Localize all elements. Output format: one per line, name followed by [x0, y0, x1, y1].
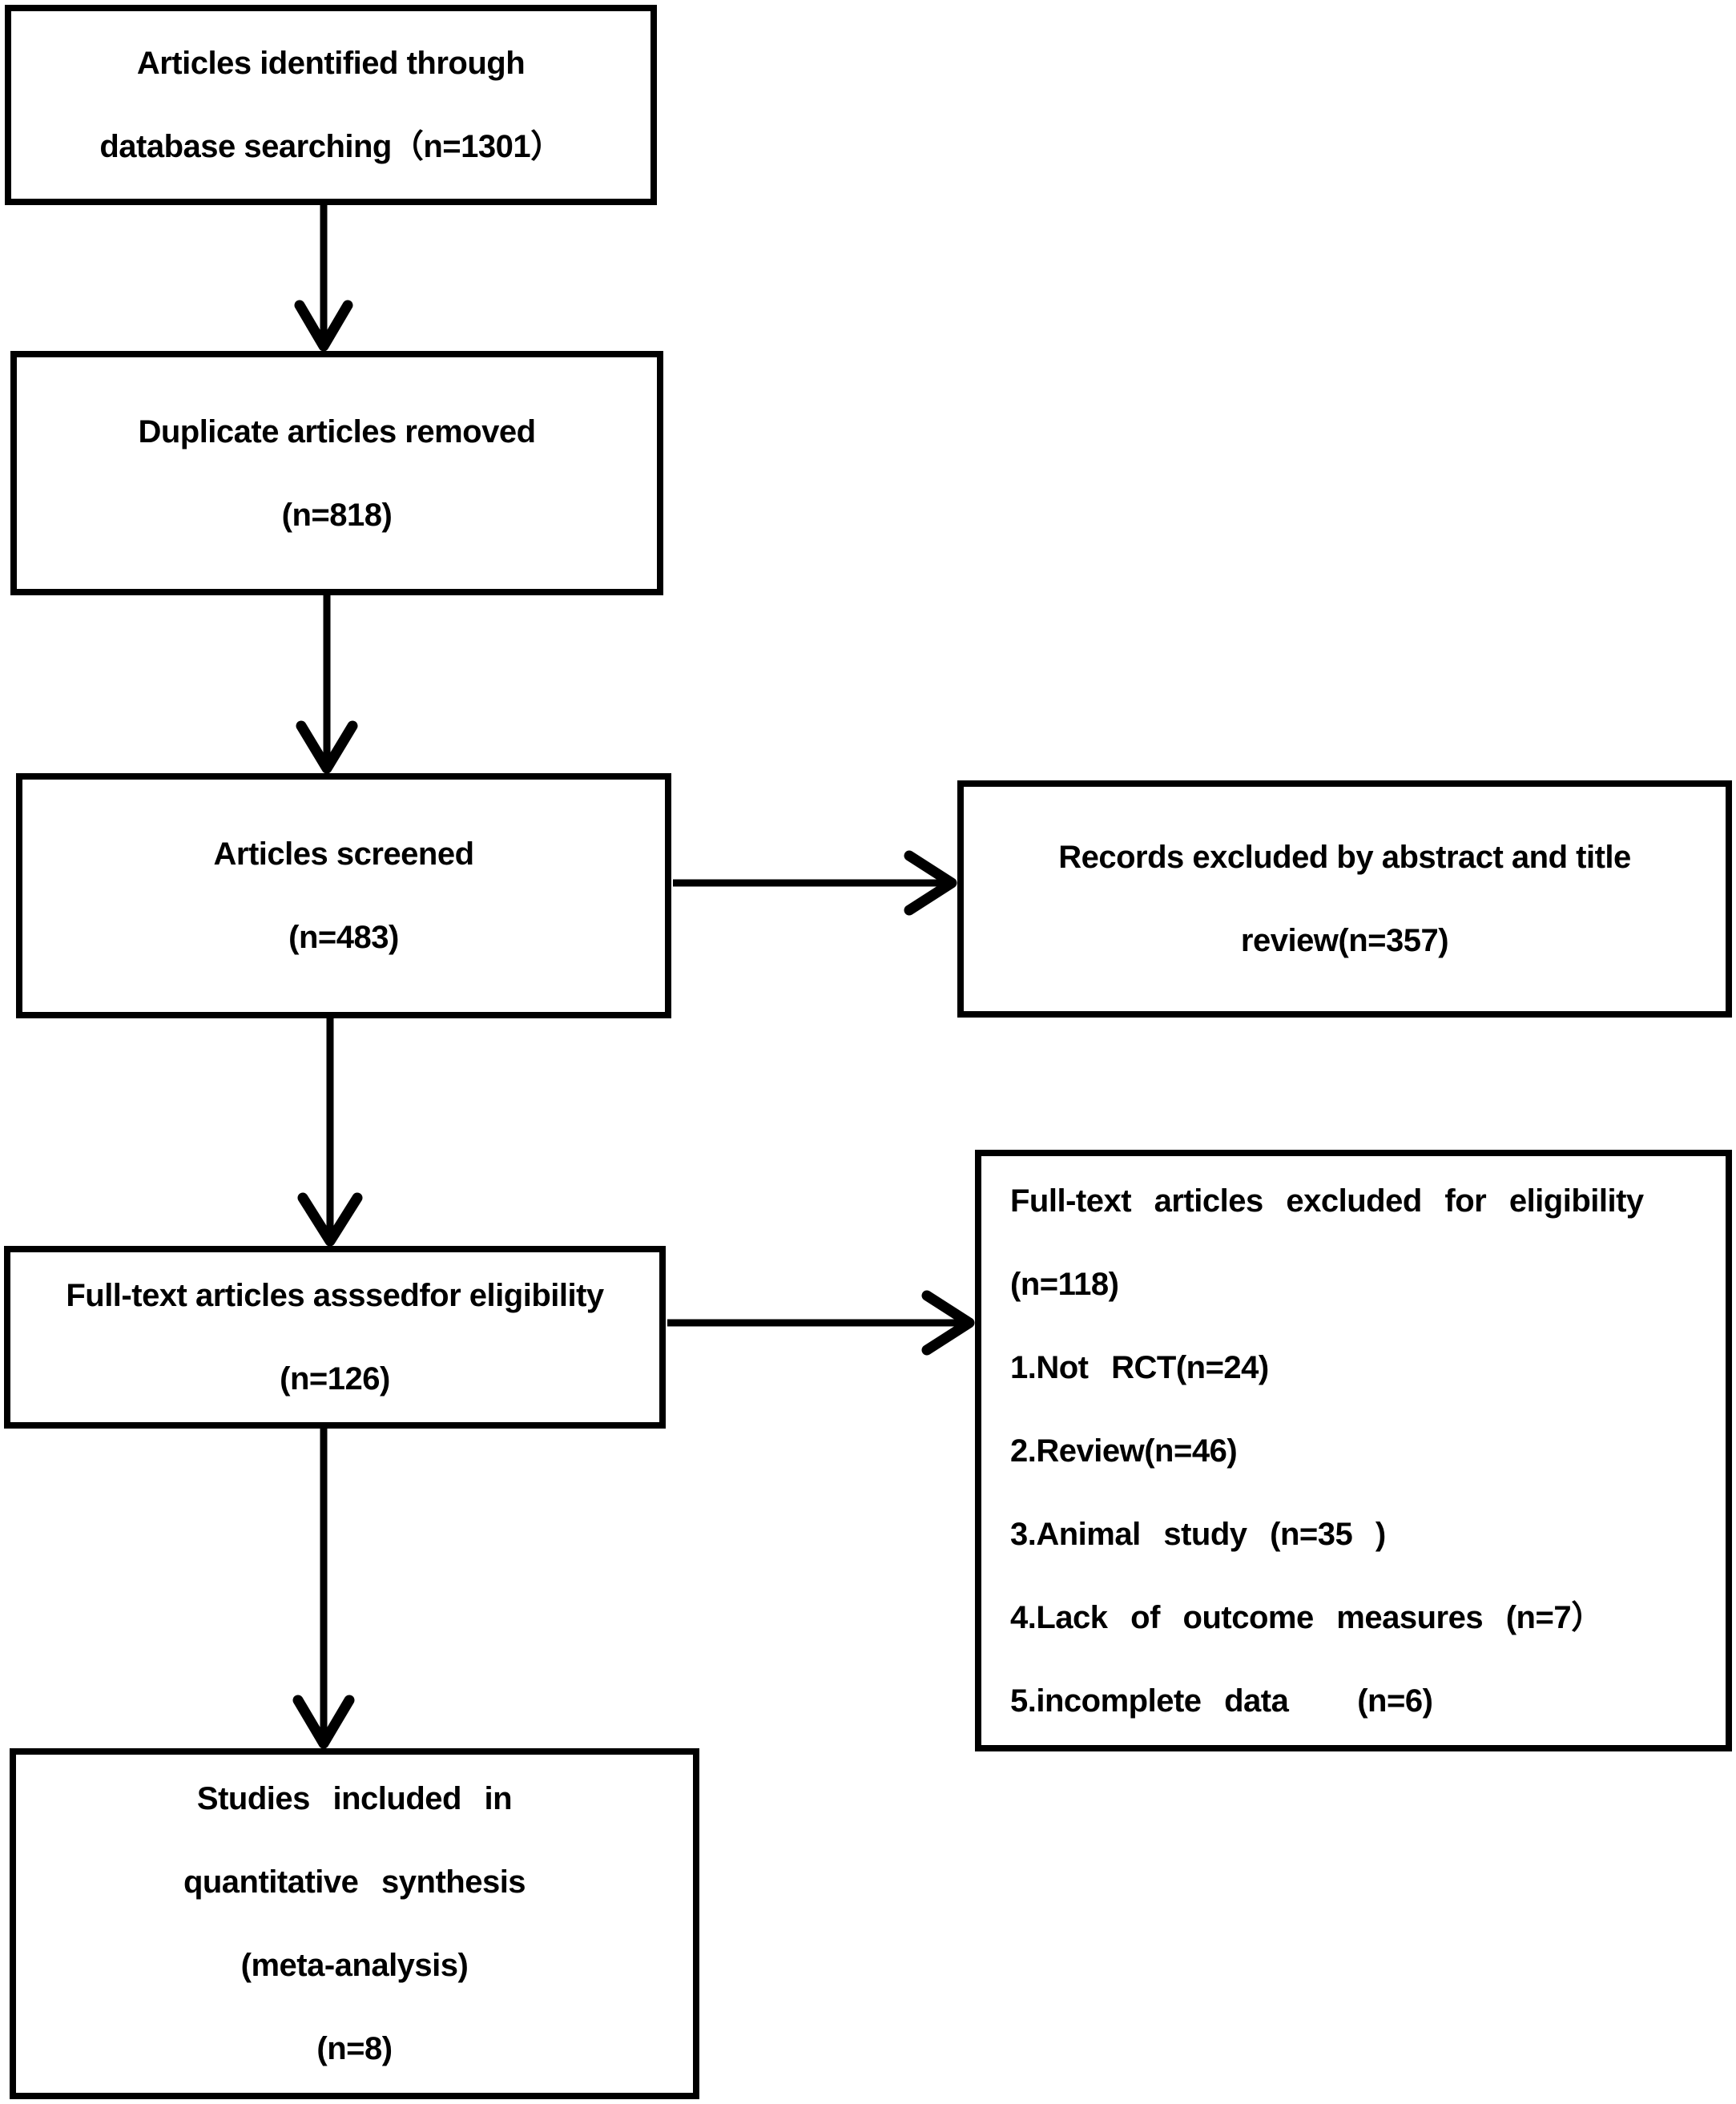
box-line: (n=483): [288, 920, 399, 955]
box-records-excluded-abstract-title: Records excluded by abstract and title r…: [957, 780, 1732, 1018]
box-articles-screened: Articles screened (n=483): [16, 773, 671, 1018]
box-line: Articles screened: [213, 836, 474, 872]
box-line: 3.Animal study (n=35 ): [1010, 1516, 1386, 1552]
box-line: quantitative synthesis: [183, 1864, 526, 1900]
arrow-screened-to-excluded-abstract: [673, 850, 957, 916]
box-line: 4.Lack of outcome measures (n=7）: [1010, 1599, 1603, 1635]
box-line: 2.Review(n=46): [1010, 1433, 1238, 1469]
box-line: (n=8): [316, 2031, 393, 2066]
box-line: Records excluded by abstract and title: [1058, 840, 1631, 875]
box-line: (n=818): [281, 497, 393, 533]
arrow-screened-to-fulltext: [297, 1018, 363, 1247]
box-line: 5.incomplete data (n=6): [1010, 1683, 1433, 1719]
box-fulltext-assessed: Full-text articles asssedfor eligibility…: [4, 1246, 666, 1429]
box-line: Studies included in: [196, 1781, 513, 1816]
box-line: Articles identified through: [136, 46, 526, 81]
arrow-fulltext-to-excluded-fulltext: [667, 1290, 975, 1356]
box-line: database searching（n=1301）: [99, 129, 562, 164]
box-line: 1.Not RCT(n=24): [1010, 1349, 1269, 1385]
box-duplicates-removed: Duplicate articles removed (n=818): [10, 351, 663, 595]
arrow-identified-to-duplicates: [294, 205, 353, 352]
box-articles-identified: Articles identified through database sea…: [5, 5, 657, 205]
box-line: Duplicate articles removed: [138, 413, 536, 449]
box-fulltext-excluded: Full-text articles excluded for eligibil…: [975, 1150, 1732, 1751]
box-line: (n=126): [280, 1361, 390, 1397]
box-line: Full-text articles asssedfor eligibility: [66, 1278, 604, 1313]
box-studies-included: Studies included in quantitative synthes…: [10, 1748, 699, 2099]
arrow-duplicates-to-screened: [296, 595, 358, 774]
box-line: (meta-analysis): [240, 1948, 469, 1983]
box-line: review(n=357): [1240, 923, 1449, 958]
box-line: (n=118): [1010, 1266, 1119, 1302]
box-line: Full-text articles excluded for eligibil…: [1010, 1183, 1644, 1219]
arrow-fulltext-to-included: [292, 1429, 355, 1749]
